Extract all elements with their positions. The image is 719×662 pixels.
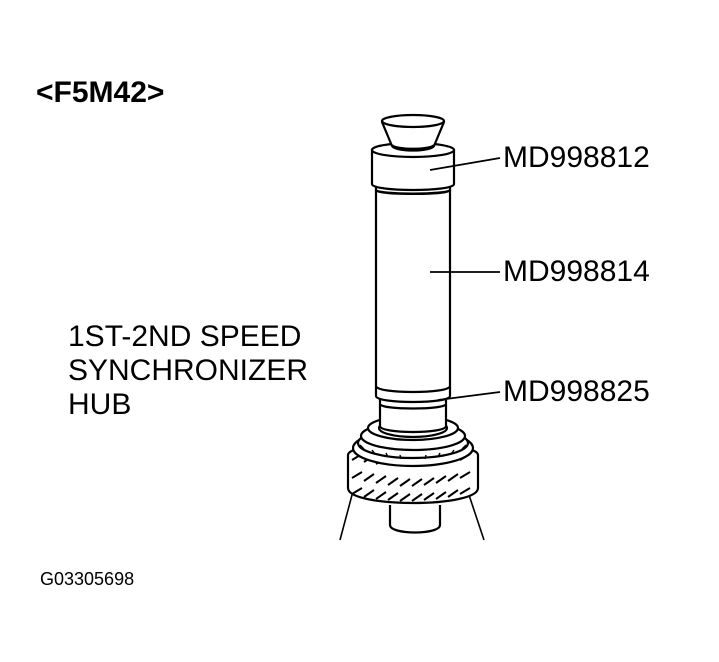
part-label-md998812: MD998812 <box>503 141 650 174</box>
hub-label-line: 1ST-2ND SPEED <box>68 320 302 353</box>
part-label-md998825: MD998825 <box>503 375 650 408</box>
part-label-md998814: MD998814 <box>503 255 650 288</box>
model-title: <F5M42> <box>36 76 165 109</box>
leader-lines <box>429 157 501 401</box>
hub-label: 1ST-2ND SPEED SYNCHRONIZER HUB <box>68 320 308 422</box>
tool-md998825 <box>378 394 448 434</box>
hub-label-line: SYNCHRONIZER <box>68 354 309 387</box>
hub-label-line: HUB <box>68 388 132 421</box>
gear-assembly <box>339 414 485 541</box>
tool-md998814 <box>374 180 452 404</box>
figure-code: G03305698 <box>40 569 135 589</box>
handle-knob <box>380 113 446 152</box>
